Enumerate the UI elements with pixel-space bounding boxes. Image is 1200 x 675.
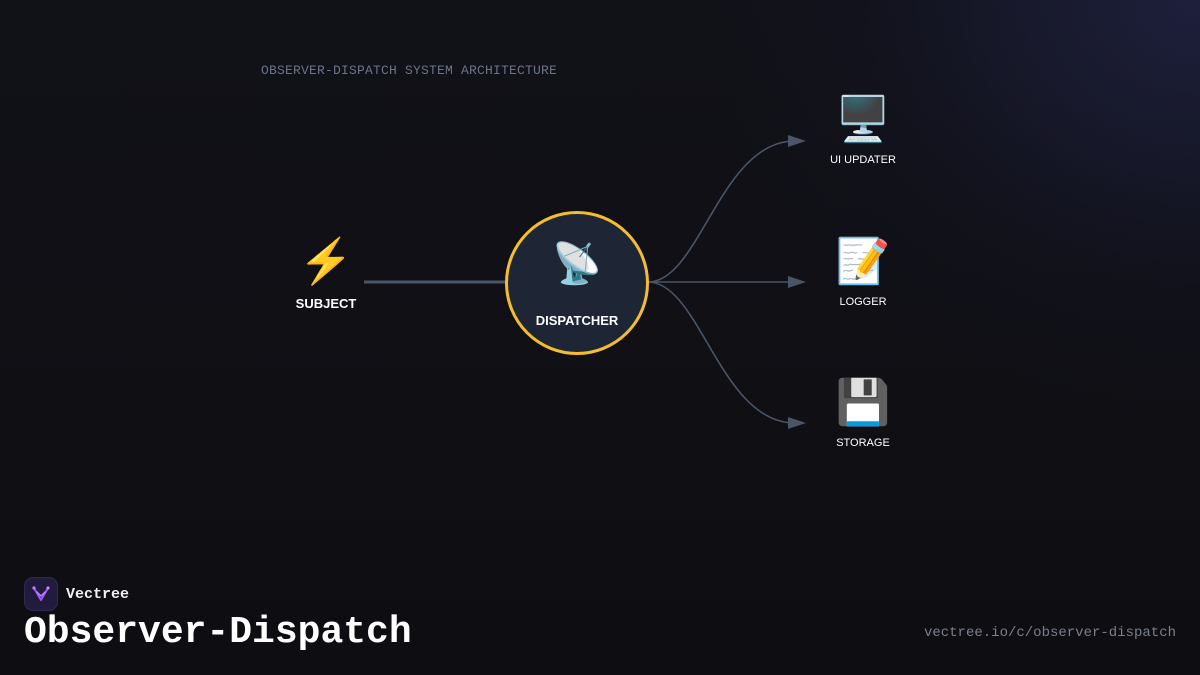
subject-label: SUBJECT: [295, 296, 357, 311]
desktop-computer-icon: 🖥️: [835, 95, 891, 144]
node-ui-updater: 🖥️ UI UPDATER: [803, 95, 923, 167]
edge-dispatcher-storage: [647, 281, 796, 424]
satellite-dish-icon: 📡: [552, 242, 602, 286]
node-subject: ⚡ SUBJECT: [276, 237, 376, 312]
arrowhead-logger: [788, 276, 806, 288]
storage-label: STORAGE: [836, 437, 890, 449]
ui-updater-label: UI UPDATER: [830, 154, 896, 166]
brand-name: Vectree: [66, 585, 130, 603]
diagram-title: OBSERVER-DISPATCH SYSTEM ARCHITECTURE: [261, 63, 558, 78]
arrowhead-storage: [788, 417, 806, 429]
lightning-icon: ⚡: [298, 237, 354, 286]
brand: Vectree: [24, 577, 129, 611]
page-title: Observer-Dispatch: [24, 611, 412, 654]
node-logger: 📝 LOGGER: [803, 237, 923, 309]
edge-dispatcher-ui-updater: [647, 140, 796, 283]
node-storage: 💾 STORAGE: [803, 378, 923, 450]
dispatcher-label: DISPATCHER: [535, 313, 619, 328]
vectree-logo-icon: [24, 577, 58, 611]
node-dispatcher: 📡 DISPATCHER: [505, 211, 649, 355]
floppy-disk-icon: 💾: [835, 378, 891, 427]
memo-icon: 📝: [835, 237, 891, 286]
arrowhead-ui-updater: [788, 135, 806, 147]
page-url[interactable]: vectree.io/c/observer-dispatch: [923, 625, 1176, 641]
logger-label: LOGGER: [839, 296, 887, 308]
